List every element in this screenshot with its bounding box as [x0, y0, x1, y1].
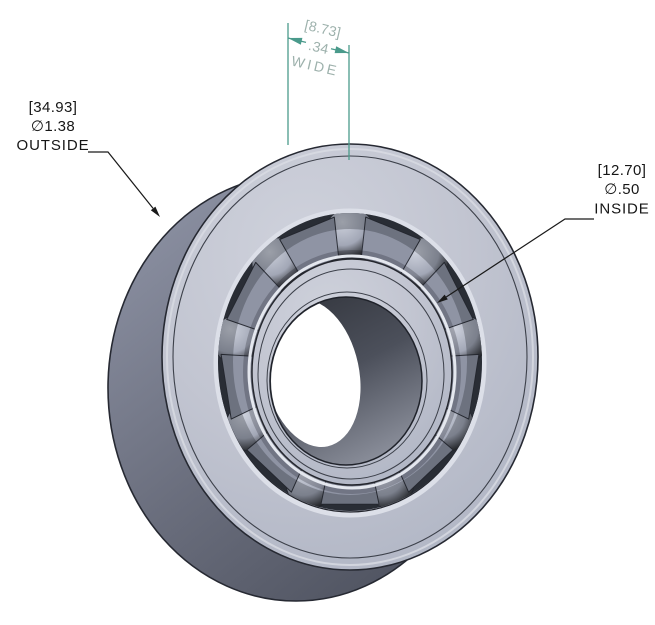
outside-label[interactable]: OUTSIDE	[17, 137, 90, 154]
width-dual-dimension[interactable]: [8.73]	[303, 17, 342, 41]
bearing-part[interactable]	[107, 143, 539, 602]
dimension-width[interactable]: [8.73] .34 WIDE	[287, 16, 350, 160]
outer-chamfer-edge	[172, 155, 528, 559]
inside-dual-dimension[interactable]: [12.70]	[598, 162, 647, 179]
outer-raceway-shoulder	[213, 208, 487, 518]
recess-outer-shadow	[218, 213, 482, 511]
bore-chamfer-edge	[266, 291, 428, 469]
dimension-outside[interactable]: [34.93] ∅1.38 OUTSIDE	[17, 99, 160, 217]
dimension-inside[interactable]: [12.70] ∅.50 INSIDE	[437, 162, 650, 303]
outer-rim-highlight	[166, 148, 534, 566]
inner-raceway-shoulder	[247, 254, 457, 490]
outside-leader-arrow-icon	[150, 206, 160, 217]
inner-ring-chamfer-edge	[257, 268, 445, 480]
outside-value[interactable]: ∅1.38	[31, 118, 75, 135]
outside-dual-dimension[interactable]: [34.93]	[29, 99, 78, 116]
inside-leader-line	[445, 218, 594, 298]
dim-arrow-right-icon	[334, 46, 349, 54]
inside-leader-arrow-icon	[437, 294, 448, 303]
inside-value[interactable]: ∅.50	[604, 181, 640, 198]
width-label[interactable]: WIDE	[290, 53, 341, 80]
bore-through-hole	[271, 298, 361, 448]
dim-arrow-left-icon	[288, 37, 303, 45]
width-value[interactable]: .34	[307, 37, 330, 57]
bearing-recess	[218, 213, 482, 511]
outside-leader-line	[88, 151, 154, 209]
inside-label[interactable]: INSIDE	[594, 201, 649, 218]
